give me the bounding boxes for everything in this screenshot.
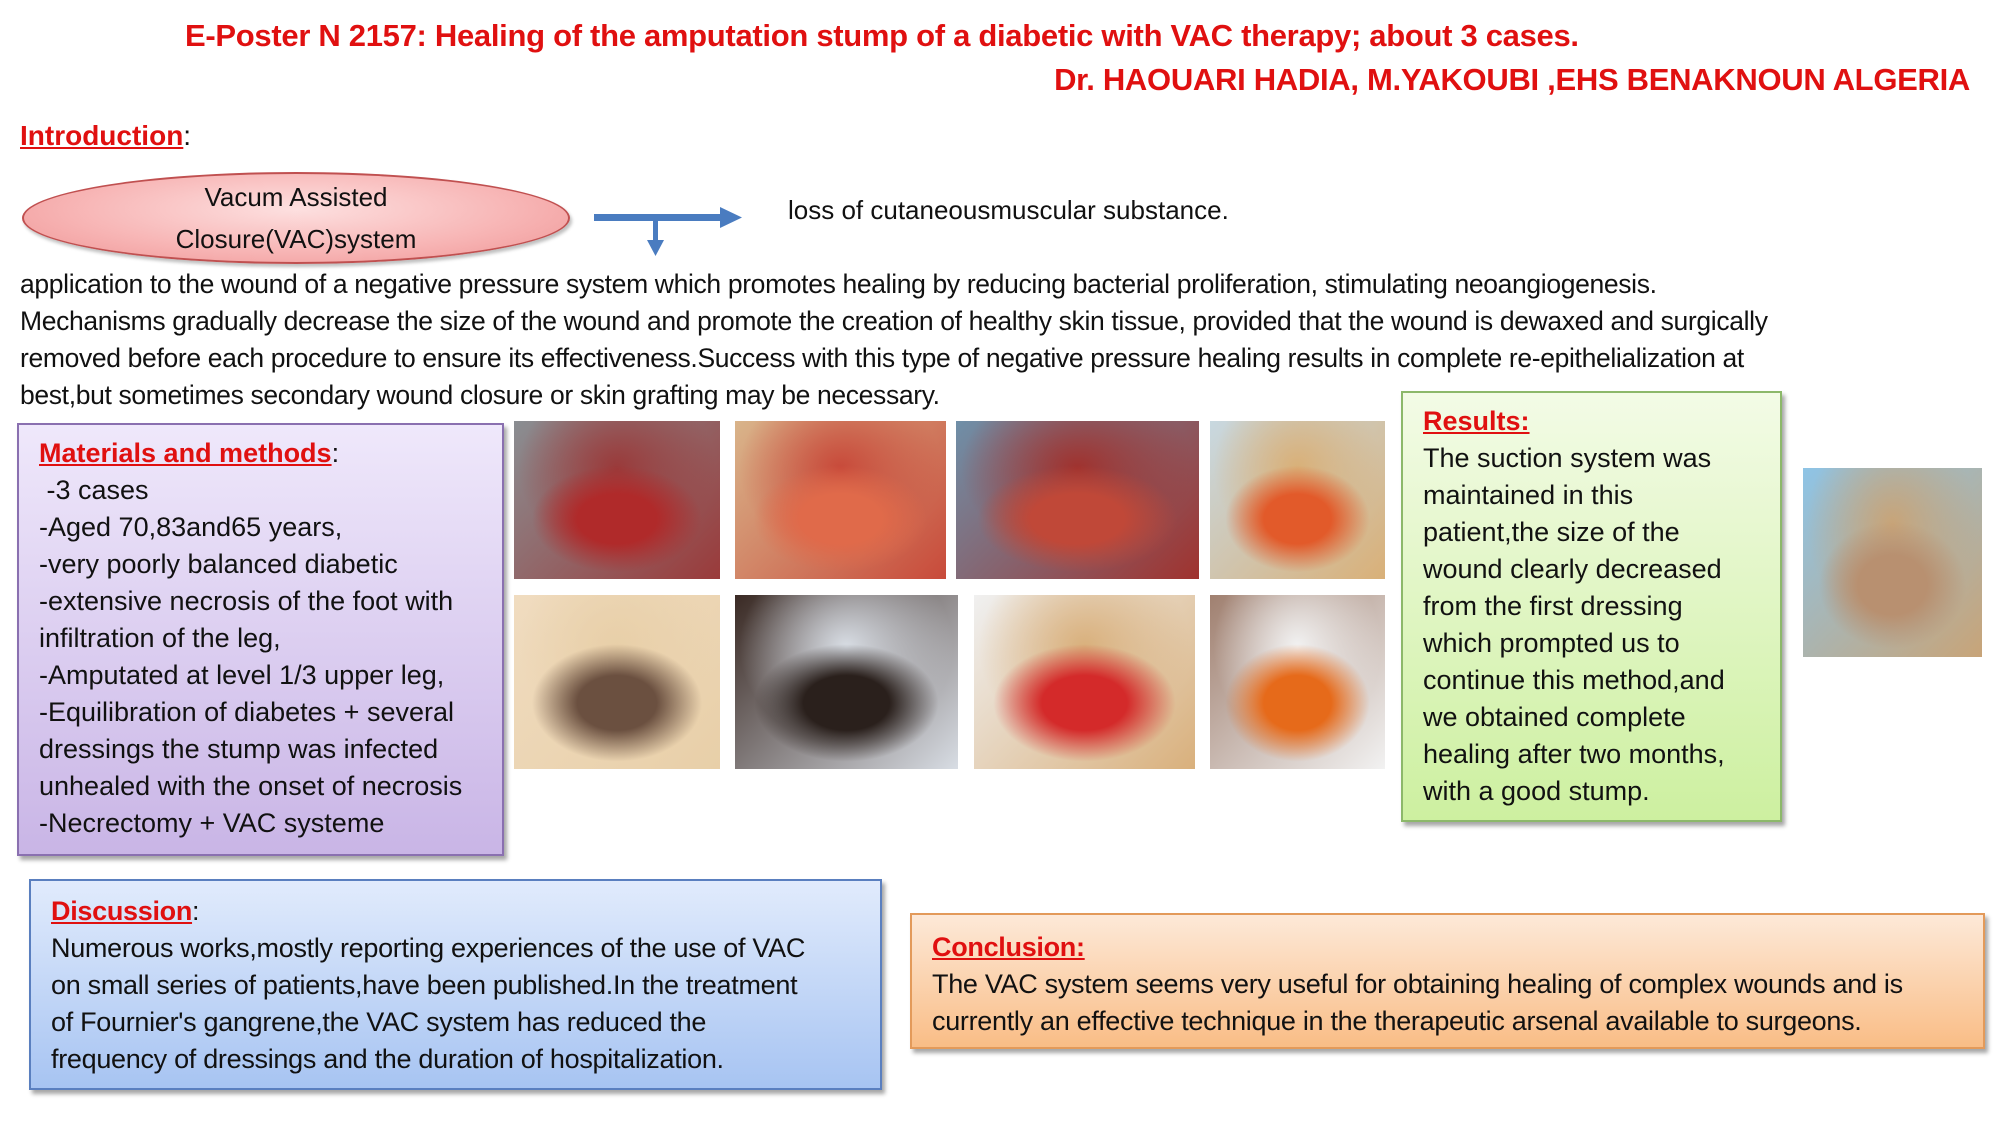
materials-colon: :: [331, 438, 340, 468]
materials-heading-row: Materials and methods:: [39, 435, 502, 472]
paragraph-line: application to the wound of a negative p…: [20, 269, 1657, 299]
vac-system-ellipse: Vacum Assisted Closure(VAC)system: [22, 172, 570, 264]
results-line: healing after two months,: [1423, 739, 1725, 769]
poster-title: E-Poster N 2157: Healing of the amputati…: [185, 18, 1579, 53]
results-line: maintained in this: [1423, 480, 1634, 510]
conclusion-line: The VAC system seems very useful for obt…: [932, 969, 1903, 999]
photo-healed-stump: [1803, 468, 1982, 657]
materials-line: -Equilibration of diabetes + several: [39, 697, 454, 727]
materials-line: -3 cases: [39, 475, 149, 505]
introduction-colon: :: [183, 120, 192, 151]
materials-line: -very poorly balanced diabetic: [39, 549, 398, 579]
photo-bandaged-stump: [735, 595, 958, 769]
photo-granulating-stump-2: [956, 421, 1199, 579]
introduction-heading-row: Introduction:: [20, 120, 191, 152]
discussion-heading-row: Discussion:: [51, 893, 880, 930]
photo-granulating-stump-1: [735, 421, 946, 579]
conclusion-line: currently an effective technique in the …: [932, 1006, 1862, 1036]
materials-line: -Aged 70,83and65 years,: [39, 512, 343, 542]
arrow-shaft-vertical: [653, 220, 658, 242]
materials-line: -extensive necrosis of the foot with: [39, 586, 454, 616]
arrow-head-right: [720, 207, 742, 228]
materials-methods-box: Materials and methods: -3 cases -Aged 70…: [17, 423, 504, 856]
materials-line: infiltration of the leg,: [39, 623, 281, 653]
paragraph-line: Mechanisms gradually decrease the size o…: [20, 306, 1768, 336]
results-line: which prompted us to: [1423, 628, 1680, 658]
photo-vac-pump-device: [1210, 595, 1385, 769]
results-line: from the first dressing: [1423, 591, 1683, 621]
discussion-box: Discussion: Numerous works,mostly report…: [29, 879, 882, 1090]
paragraph-line: removed before each procedure to ensure …: [20, 343, 1744, 373]
arrow-shaft-horizontal: [594, 214, 722, 221]
results-line: we obtained complete: [1423, 702, 1686, 732]
discussion-line: frequency of dressings and the duration …: [51, 1044, 724, 1074]
poster-authors: Dr. HAOUARI HADIA, M.YAKOUBI ,EHS BENAKN…: [1054, 62, 1970, 97]
results-line: continue this method,and: [1423, 665, 1725, 695]
introduction-heading: Introduction: [20, 120, 184, 151]
results-heading: Results:: [1423, 406, 1530, 436]
materials-line: -Necrectomy + VAC systeme: [39, 808, 385, 838]
results-line: The suction system was: [1423, 443, 1712, 473]
discussion-line: of Fournier's gangrene,the VAC system ha…: [51, 1007, 707, 1037]
photo-granulation-tissue: [974, 595, 1195, 769]
materials-line: -Amputated at level 1/3 upper leg,: [39, 660, 445, 690]
arrow-target-text: loss of cutaneousmuscular substance.: [788, 195, 1229, 225]
conclusion-box: Conclusion: The VAC system seems very us…: [910, 913, 1985, 1049]
photo-vac-dressing: [514, 595, 720, 769]
ellipse-line-1: Vacum Assisted: [204, 182, 388, 212]
materials-line: dressings the stump was infected: [39, 734, 439, 764]
paragraph-line: best,but sometimes secondary wound closu…: [20, 380, 940, 410]
discussion-line: on small series of patients,have been pu…: [51, 970, 798, 1000]
photo-granulating-stump-3: [1210, 421, 1385, 579]
ellipse-line-2: Closure(VAC)system: [175, 224, 417, 254]
discussion-colon: :: [192, 896, 200, 926]
results-line: with a good stump.: [1423, 776, 1650, 806]
materials-heading: Materials and methods: [39, 438, 332, 468]
materials-line: unhealed with the onset of necrosis: [39, 771, 463, 801]
conclusion-heading: Conclusion:: [932, 932, 1085, 962]
photo-necrotic-stump: [514, 421, 720, 579]
results-line: patient,the size of the: [1423, 517, 1680, 547]
discussion-line: Numerous works,mostly reporting experien…: [51, 933, 806, 963]
discussion-heading: Discussion: [51, 896, 193, 926]
results-line: wound clearly decreased: [1423, 554, 1722, 584]
introduction-paragraph: application to the wound of a negative p…: [20, 266, 2000, 414]
results-box: Results: The suction system was maintain…: [1401, 391, 1782, 822]
arrow-head-down: [647, 240, 664, 256]
branch-arrow-icon: [594, 207, 742, 256]
